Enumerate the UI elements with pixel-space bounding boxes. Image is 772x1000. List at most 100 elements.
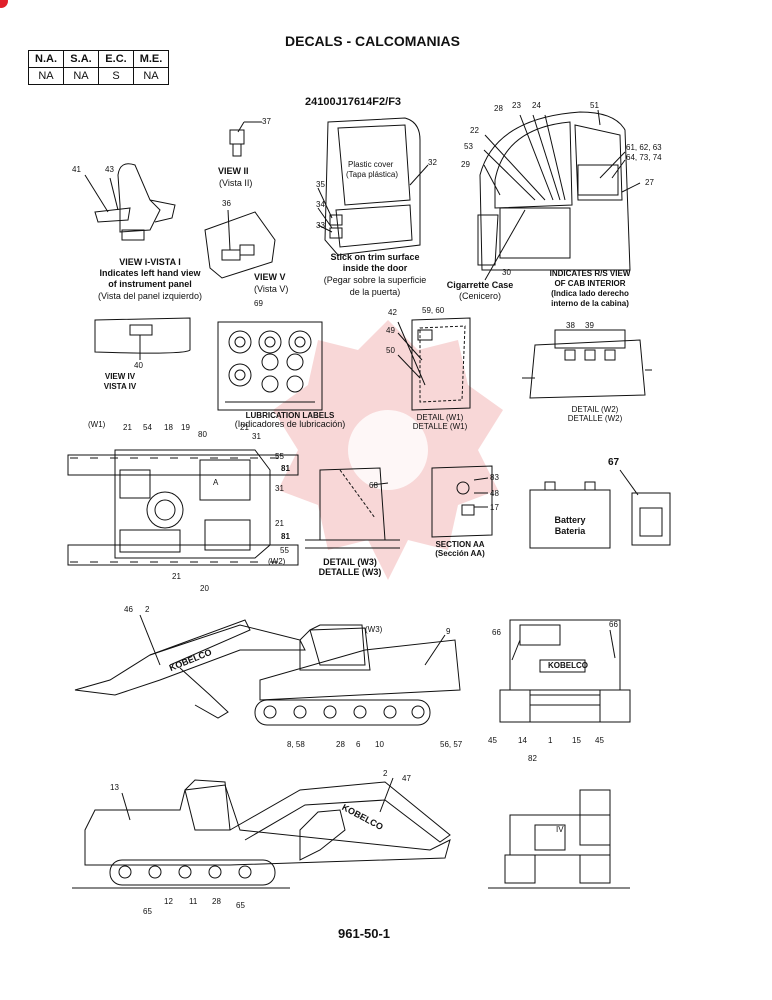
detail-w2-drawing — [522, 329, 652, 399]
watermark-logo — [273, 320, 503, 580]
door-line4: de la puerta) — [349, 287, 401, 297]
availability-header: S.A. — [63, 50, 99, 68]
drawing-number: 24100J17614F2/F3 — [305, 96, 402, 108]
callout-81: 81 — [281, 464, 290, 473]
callout-31-b: 31 — [275, 484, 284, 493]
view-v-subtitle: (Vista V) — [254, 284, 289, 294]
callout-51: 51 — [590, 101, 599, 110]
callout-36: 36 — [222, 199, 231, 208]
callout-41: 41 — [72, 165, 81, 174]
callout-30: 30 — [502, 268, 511, 277]
callout-24: 24 — [532, 101, 541, 110]
rear-brand-label: KOBELCO — [548, 661, 588, 670]
rs-view-line1: INDICATES R/S VIEW — [549, 269, 631, 278]
callout-35: 35 — [316, 180, 325, 189]
battery-sublabel: Bateria — [554, 526, 586, 536]
callout-82: 82 — [528, 754, 537, 763]
iv-tag: IV — [556, 825, 564, 834]
callout-31: 31 — [252, 432, 261, 441]
callout-55: 55 — [275, 452, 284, 461]
view-v-panel-drawing — [204, 209, 276, 279]
view-iv-subtitle: VISTA IV — [103, 382, 137, 391]
view-i-line3: (Vista del panel izquierdo) — [98, 291, 202, 301]
detail-w2-title: DETAIL (W2) — [571, 405, 619, 414]
callout-17: 17 — [490, 503, 499, 512]
callout-61-62-63: 61, 62, 63 — [626, 143, 662, 152]
callout-11: 11 — [189, 897, 198, 906]
detail-w1-title: DETAIL (W1) — [416, 413, 464, 422]
callout-21-c: 21 — [275, 519, 284, 528]
view-i-line2: of instrument panel — [108, 279, 192, 289]
callout-54: 54 — [143, 423, 152, 432]
view-ii-subtitle: (Vista II) — [219, 178, 253, 188]
callout-53: 53 — [464, 142, 473, 151]
callout-38: 38 — [566, 321, 575, 330]
door-line1: Stick on trim surface — [330, 252, 420, 262]
callout-32: 32 — [428, 158, 437, 167]
top-view-machine-drawing — [67, 449, 299, 566]
battery-drawing — [529, 481, 611, 549]
callout-45: 45 — [488, 736, 497, 745]
rs-view-line3: (Indica lado derecho — [551, 289, 629, 298]
availability-value: NA — [28, 67, 64, 85]
callout-47: 47 — [402, 774, 411, 783]
rear-view-2 — [488, 789, 630, 889]
view-iv-title: VIEW IV — [104, 372, 136, 381]
availability-header: M.E. — [133, 50, 169, 68]
battery-label: Battery — [554, 515, 586, 525]
door-line3: (Pegar sobre la superficie — [323, 275, 427, 285]
a-tag: A — [213, 478, 219, 487]
lube-labels-subtitle: (Indicadores de lubricación) — [234, 419, 346, 429]
availability-value: NA — [63, 67, 99, 85]
plastic-cover-label: Plastic cover — [348, 160, 394, 169]
callout-65-b: 65 — [236, 901, 245, 910]
detail-w3-subtitle: DETALLE (W3) — [318, 567, 382, 577]
callout-37: 37 — [262, 117, 271, 126]
callout-80: 80 — [198, 430, 207, 439]
availability-table: N.A. S.A. E.C. M.E. NA NA S NA — [28, 50, 169, 85]
cab-door-drawing — [317, 117, 429, 256]
callout-65: 65 — [143, 907, 152, 916]
availability-value: NA — [133, 67, 169, 85]
callout-55-b: 55 — [280, 546, 289, 555]
section-aa-drawing — [431, 465, 493, 538]
view-v-title: VIEW V — [254, 272, 286, 282]
w1-tag: (W1) — [88, 420, 106, 429]
detail-w2-subtitle: DETALLE (W2) — [567, 414, 623, 423]
page-title: DECALS - CALCOMANIAS — [285, 33, 460, 49]
view-iv-drawing — [94, 317, 191, 360]
callout-9: 9 — [446, 627, 451, 636]
callout-6: 6 — [356, 740, 361, 749]
callout-1: 1 — [548, 736, 553, 745]
callout-40: 40 — [134, 361, 143, 370]
page-number: 961-50-1 — [338, 926, 391, 941]
cab-interior-drawing — [477, 109, 641, 281]
callout-81-b: 81 — [281, 532, 290, 541]
lube-labels-title: LUBRICATION LABELS — [245, 411, 335, 420]
lubrication-labels-drawing — [217, 321, 323, 411]
callout-2: 2 — [145, 605, 150, 614]
callout-66-b: 66 — [609, 620, 618, 629]
callout-19: 19 — [181, 423, 190, 432]
door-line2: inside the door — [342, 263, 408, 273]
callout-21: 21 — [123, 423, 132, 432]
callout-67: 67 — [608, 457, 620, 468]
cigarette-case-sublabel: (Cenicero) — [458, 291, 501, 301]
callout-20: 20 — [200, 584, 209, 593]
detail-w3-title: DETAIL (W3) — [323, 557, 377, 567]
callout-18: 18 — [164, 423, 173, 432]
callout-68: 68 — [369, 481, 378, 490]
callout-43: 43 — [105, 165, 114, 174]
callout-10: 10 — [375, 740, 384, 749]
detail-w1-subtitle: DETALLE (W1) — [412, 422, 468, 431]
callout-22: 22 — [470, 126, 479, 135]
callout-45-b: 45 — [595, 736, 604, 745]
rs-view-line4: interno de la cabina) — [551, 299, 629, 308]
plastic-cover-sublabel: (Tapa plástica) — [346, 170, 399, 179]
callout-34: 34 — [316, 200, 325, 209]
w2-tag: (W2) — [268, 557, 286, 566]
callout-13: 13 — [110, 783, 119, 792]
callout-12: 12 — [164, 897, 173, 906]
